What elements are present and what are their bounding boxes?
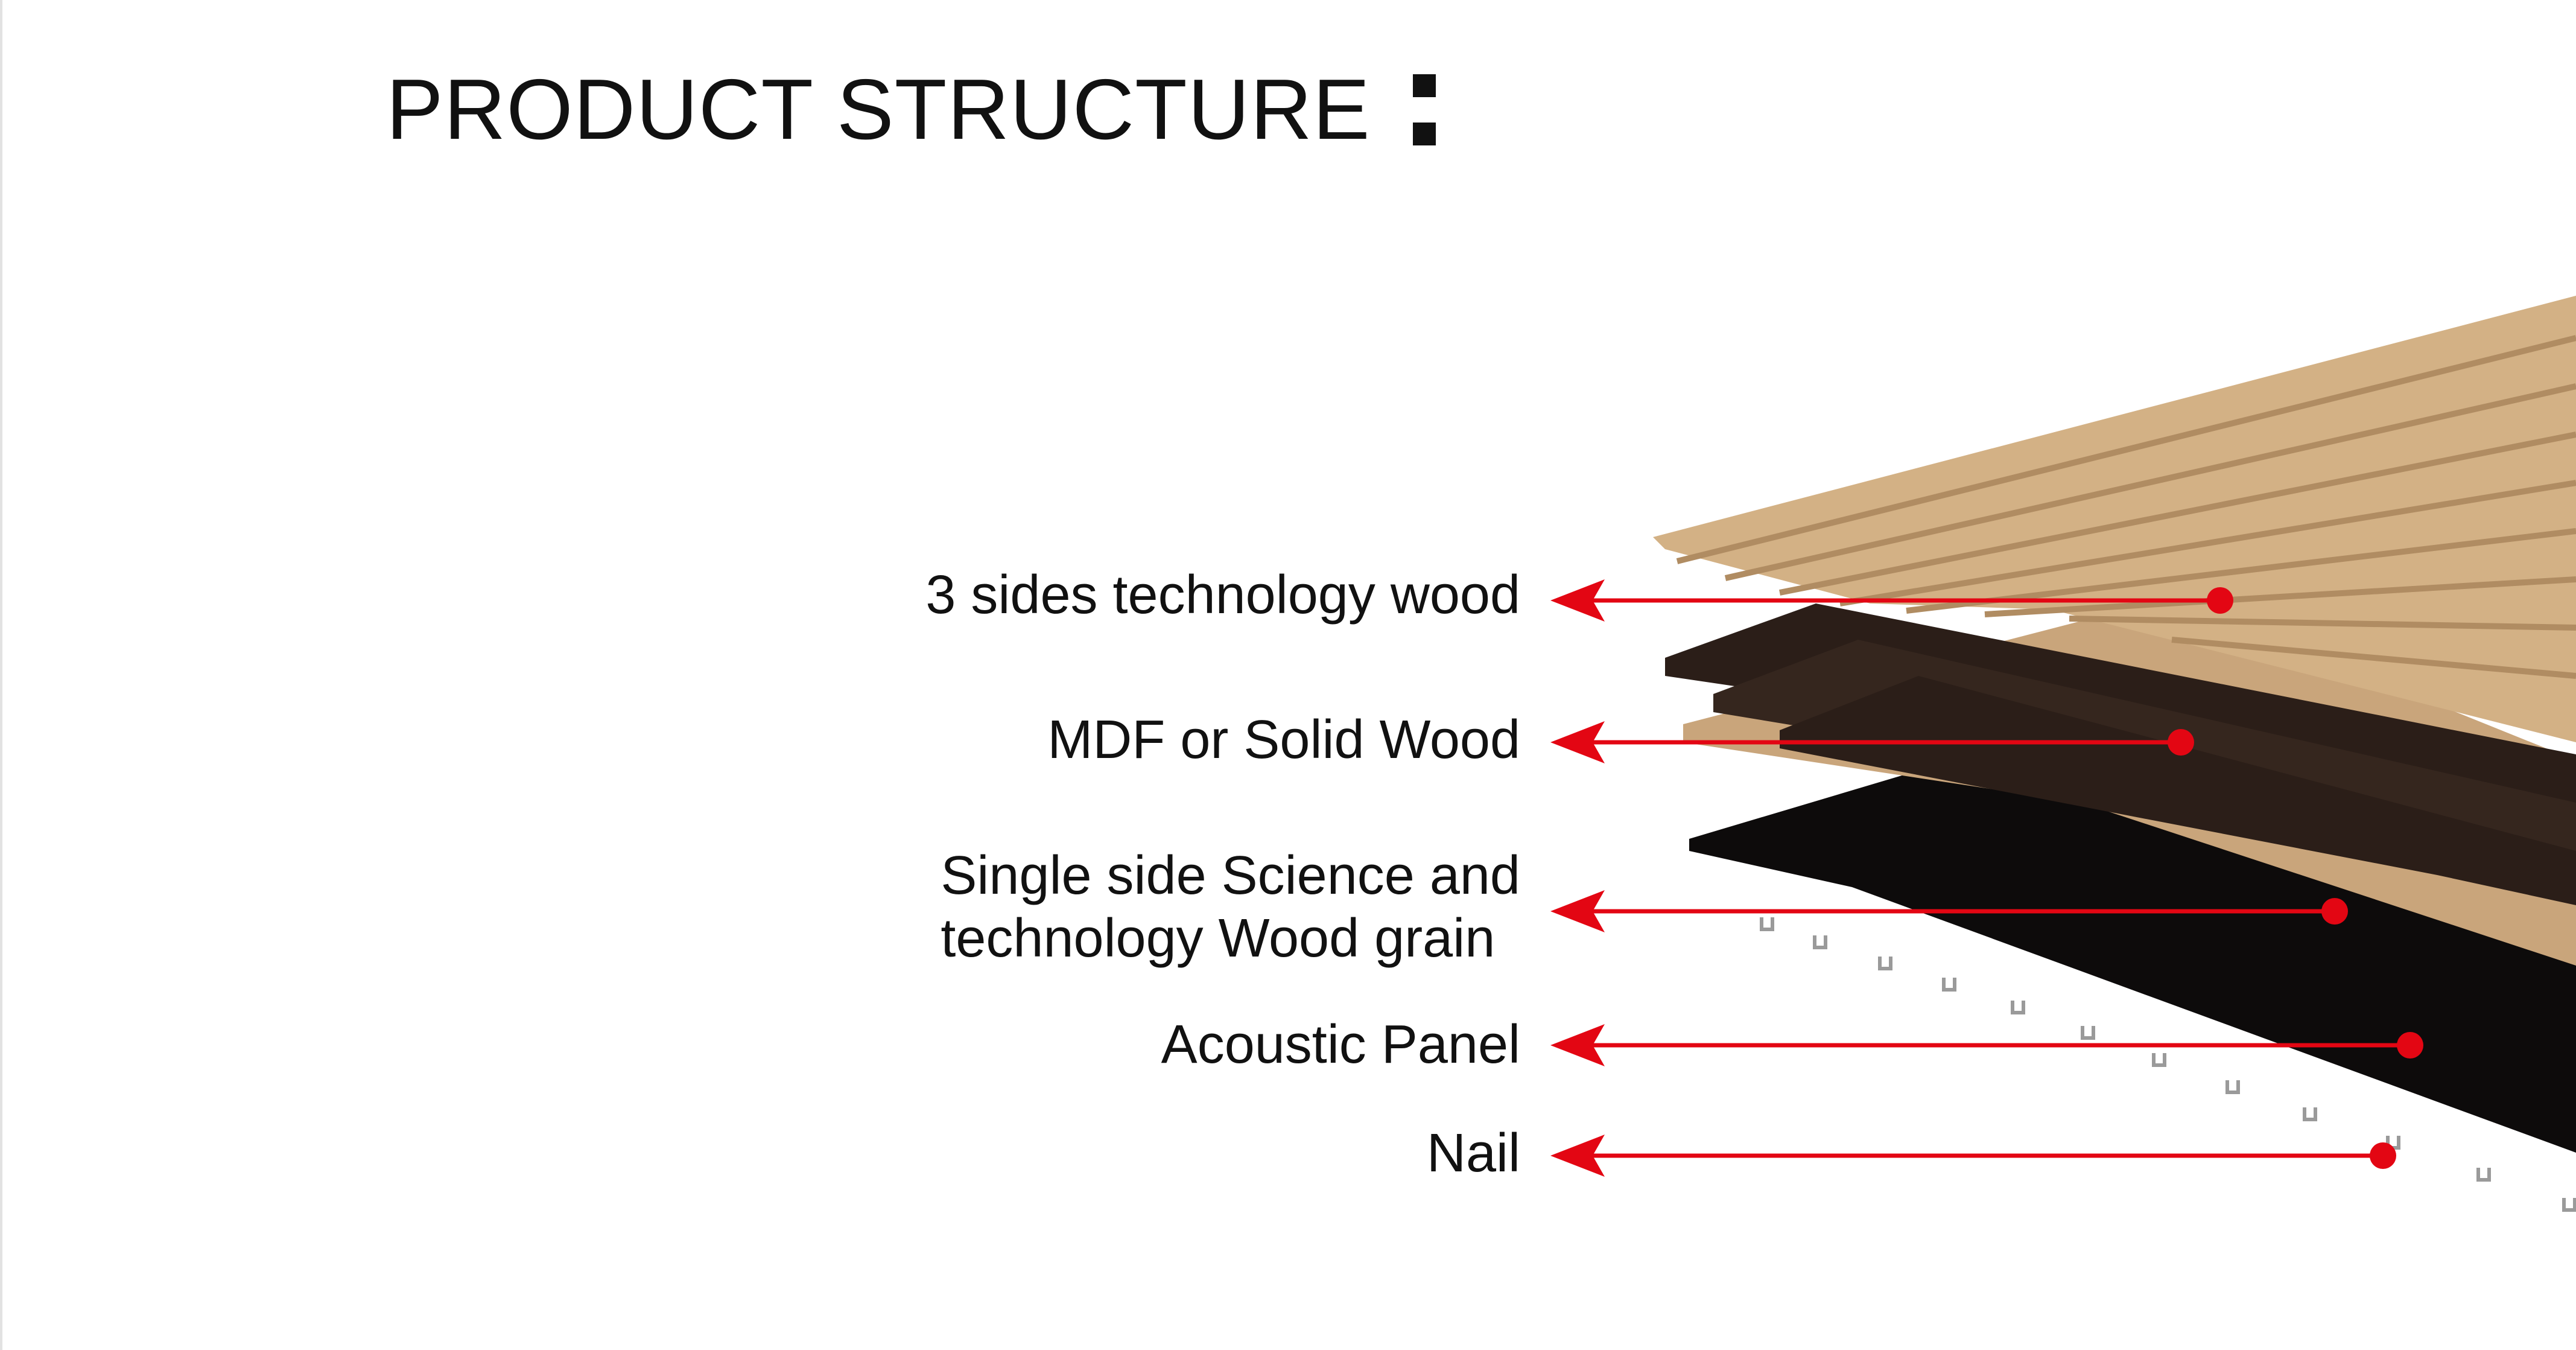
- label-veneer-line-2: technology Wood grain: [941, 908, 1496, 969]
- title-text: PRODUCT STRUCTURE: [386, 62, 1371, 158]
- label-acoustic: Acoustic Panel: [1161, 1014, 1520, 1075]
- label-nail: Nail: [1426, 1123, 1520, 1183]
- pointer-core: [1550, 721, 2194, 763]
- label-veneer-line-1: Single side Science and: [941, 845, 1520, 906]
- pointer-acoustic: [1550, 1024, 2423, 1066]
- pointer-nail: [1550, 1135, 2396, 1177]
- label-wood-skin: 3 sides technology wood: [925, 565, 1520, 625]
- wood-skin-layer: [1653, 296, 2576, 742]
- page-title: PRODUCT STRUCTURE: [386, 60, 1436, 159]
- label-veneer: Single side Science and technology Wood …: [941, 845, 1520, 970]
- pointer-wood-skin: [1550, 579, 2233, 622]
- title-colon-icon: [1412, 74, 1436, 145]
- label-core: MDF or Solid Wood: [1047, 710, 1520, 770]
- acoustic-panel-layer: [1689, 754, 2576, 1153]
- pointer-veneer: [1550, 890, 2348, 932]
- wood-skin-grooves: [1676, 335, 2576, 679]
- page-border: [0, 0, 2, 1350]
- pointer-arrows: [1550, 579, 2423, 1177]
- nail-markers: [1760, 917, 2576, 1212]
- core-slats: [1665, 603, 2576, 905]
